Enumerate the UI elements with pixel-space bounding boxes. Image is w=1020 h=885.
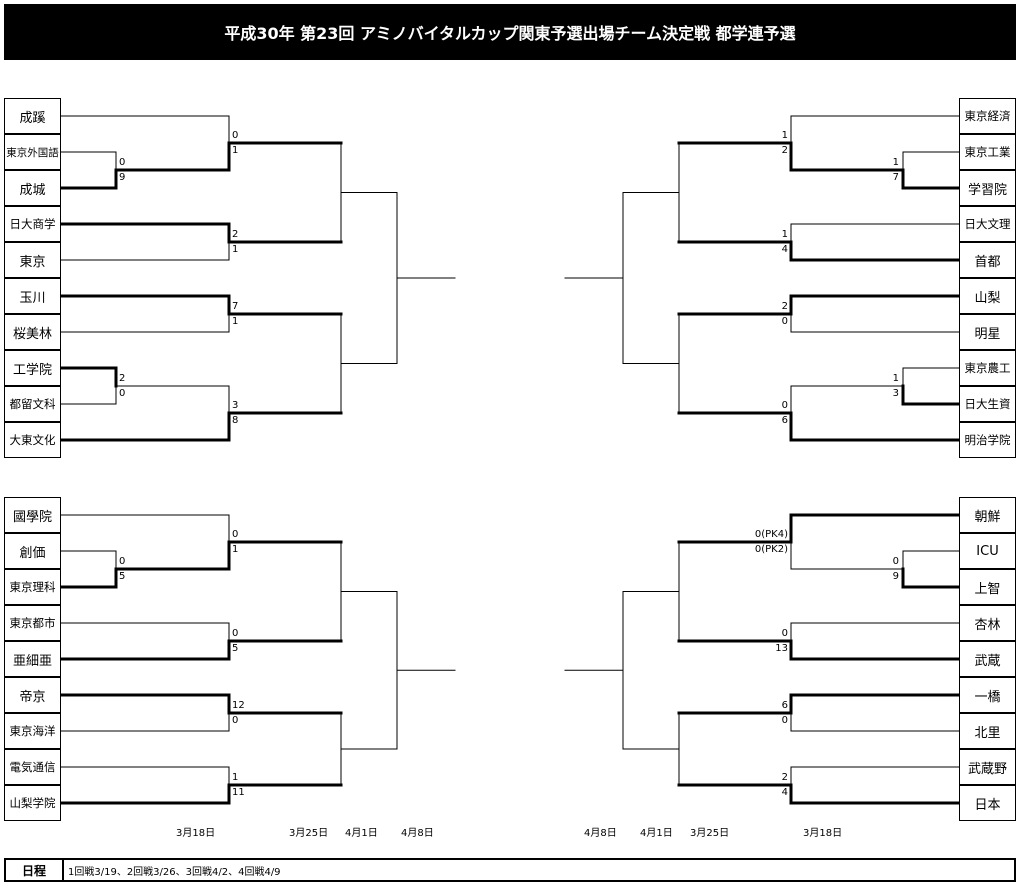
match-score: 4	[781, 244, 788, 255]
schedule-text: 1回戦3/19、2回戦3/26、3回戦4/2、4回戦4/9	[68, 866, 281, 878]
match-score: 6	[781, 415, 788, 426]
team-name: 創価	[4, 533, 61, 569]
match-score: 0	[232, 628, 239, 639]
match-score: 1	[232, 316, 239, 327]
round-date: 3月25日	[289, 828, 329, 839]
round-date: 3月18日	[803, 828, 843, 839]
team-name: 工学院	[4, 350, 61, 386]
match-score: 0	[781, 400, 788, 411]
page-title: 平成30年 第23回 アミノバイタルカップ関東予選出場チーム決定戦 都学連予選	[4, 4, 1016, 60]
match-score: 0	[781, 715, 788, 726]
prelim-score: 0	[119, 388, 126, 399]
prelim-score: 2	[119, 373, 126, 384]
round-date: 4月8日	[584, 828, 617, 839]
prelim-score: 5	[119, 571, 126, 582]
team-name: 東京農工	[959, 350, 1016, 386]
schedule-label: 日程	[6, 860, 64, 880]
team-name: 成蹊	[4, 98, 61, 134]
match-score: 2	[781, 772, 788, 783]
prelim-score: 9	[892, 571, 899, 582]
team-name: 上智	[959, 569, 1016, 605]
team-name: 玉川	[4, 278, 61, 314]
prelim-score: 1	[892, 157, 899, 168]
prelim-score: 1	[892, 373, 899, 384]
match-score: 2	[781, 145, 788, 156]
team-name: 日大生資	[959, 386, 1016, 422]
team-name: 東京外国語	[4, 134, 61, 170]
round-date: 4月8日	[401, 828, 434, 839]
match-score: 0	[232, 130, 239, 141]
team-name: 明治学院	[959, 422, 1016, 458]
team-name: 山梨	[959, 278, 1016, 314]
team-name: 日本	[959, 785, 1016, 821]
match-score: 2	[232, 229, 239, 240]
match-score: 4	[781, 787, 788, 798]
match-score: 0	[781, 316, 788, 327]
team-name: 東京理科	[4, 569, 61, 605]
match-score: 7	[232, 301, 239, 312]
team-name: 亜細亜	[4, 641, 61, 677]
team-name: 一橋	[959, 677, 1016, 713]
round-date: 4月1日	[345, 828, 378, 839]
team-name: 日大文理	[959, 206, 1016, 242]
match-score: 0	[232, 529, 239, 540]
team-name: 杏林	[959, 605, 1016, 641]
schedule-footer: 日程 1回戦3/19、2回戦3/26、3回戦4/2、4回戦4/9	[4, 858, 1016, 882]
team-name: 桜美林	[4, 314, 61, 350]
prelim-score: 0	[119, 556, 126, 567]
team-name: 学習院	[959, 170, 1016, 206]
match-score: 8	[232, 415, 239, 426]
match-score: 0(PK2)	[754, 544, 788, 555]
team-name: 都留文科	[4, 386, 61, 422]
round-date: 3月25日	[690, 828, 730, 839]
match-score: 1	[232, 145, 239, 156]
team-name: 東京	[4, 242, 61, 278]
prelim-score: 9	[119, 172, 126, 183]
team-name: 朝鮮	[959, 497, 1016, 533]
team-name: 首都	[959, 242, 1016, 278]
team-name: 山梨学院	[4, 785, 61, 821]
match-score: 2	[781, 301, 788, 312]
match-score: 3	[232, 400, 239, 411]
match-score: 6	[781, 700, 788, 711]
prelim-score: 3	[892, 388, 899, 399]
team-name: 東京海洋	[4, 713, 61, 749]
match-score: 0(PK4)	[754, 529, 788, 540]
match-score: 13	[775, 643, 788, 654]
team-name: 武蔵	[959, 641, 1016, 677]
team-name: 日大商学	[4, 206, 61, 242]
match-score: 0	[232, 715, 239, 726]
match-score: 1	[232, 244, 239, 255]
round-date: 4月1日	[640, 828, 673, 839]
match-score: 12	[232, 700, 245, 711]
team-name: 北里	[959, 713, 1016, 749]
prelim-score: 0	[119, 157, 126, 168]
team-name: 成城	[4, 170, 61, 206]
match-score: 5	[232, 643, 239, 654]
match-score: 1	[232, 772, 239, 783]
prelim-score: 0	[892, 556, 899, 567]
team-name: 東京経済	[959, 98, 1016, 134]
match-score: 1	[781, 229, 788, 240]
team-name: 大東文化	[4, 422, 61, 458]
round-date: 3月18日	[176, 828, 216, 839]
match-score: 1	[232, 544, 239, 555]
match-score: 11	[232, 787, 245, 798]
team-name: 明星	[959, 314, 1016, 350]
match-score: 1	[781, 130, 788, 141]
team-name: ICU	[959, 533, 1016, 569]
team-name: 武蔵野	[959, 749, 1016, 785]
team-name: 東京都市	[4, 605, 61, 641]
team-name: 東京工業	[959, 134, 1016, 170]
team-name: 電気通信	[4, 749, 61, 785]
team-name: 帝京	[4, 677, 61, 713]
prelim-score: 7	[892, 172, 899, 183]
match-score: 0	[781, 628, 788, 639]
team-name: 國學院	[4, 497, 61, 533]
